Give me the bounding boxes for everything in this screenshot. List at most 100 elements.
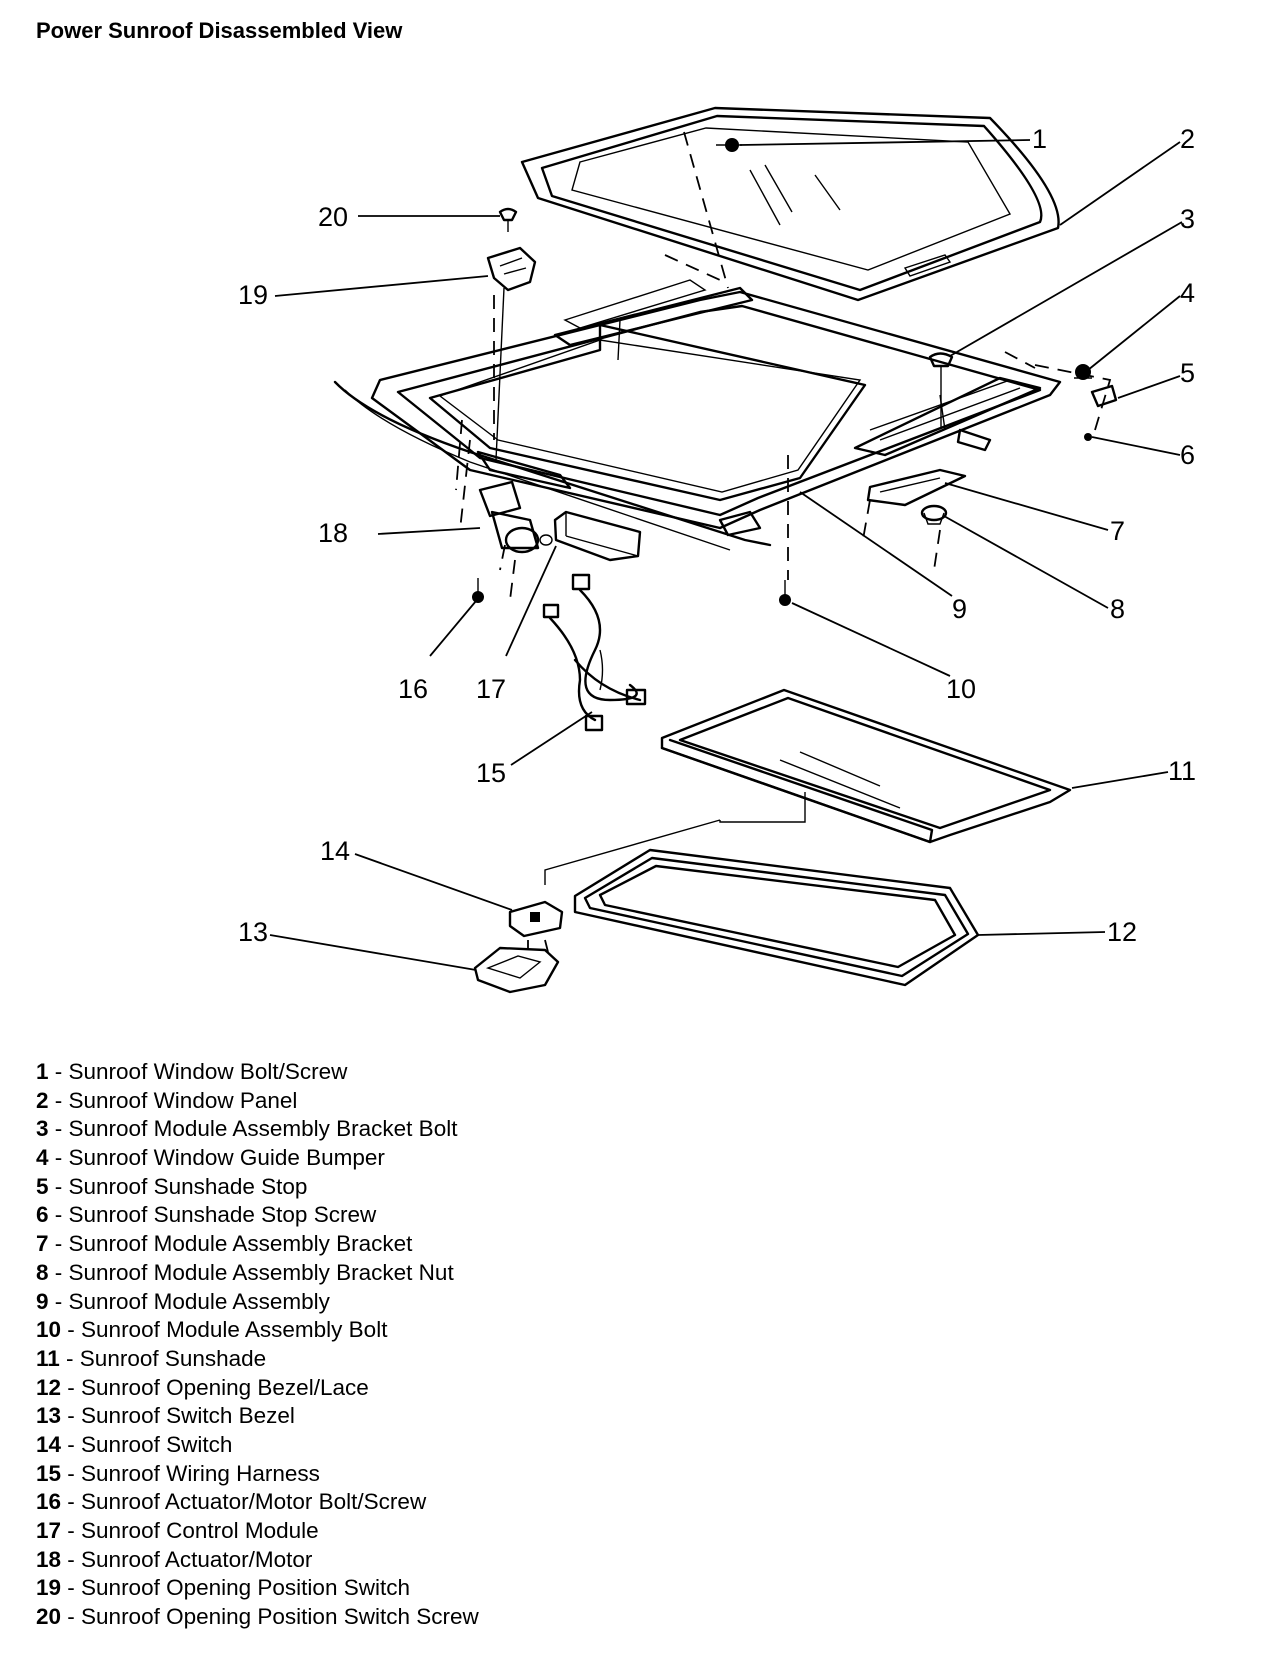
legend-separator: - xyxy=(61,1431,82,1457)
sunroof-opening-bezel-lace xyxy=(544,792,980,987)
legend-item: 12 - Sunroof Opening Bezel/Lace xyxy=(36,1374,479,1403)
legend-number: 19 xyxy=(36,1575,62,1601)
legend-number: 6 xyxy=(36,1202,49,1228)
callout-2: 2 xyxy=(1180,124,1195,154)
opening-position-switch xyxy=(486,246,537,461)
legend-separator: - xyxy=(48,1288,69,1314)
legend-item: 10 - Sunroof Module Assembly Bolt xyxy=(36,1316,479,1345)
legend-number: 7 xyxy=(36,1231,49,1257)
legend-separator: - xyxy=(61,1374,82,1400)
legend-number: 9 xyxy=(36,1288,49,1314)
legend-separator: - xyxy=(61,1489,82,1515)
alignment-lines xyxy=(455,254,1112,601)
sunroof-switch xyxy=(508,900,564,938)
legend-separator: - xyxy=(59,1345,80,1371)
callout-8: 8 xyxy=(1110,594,1125,624)
legend-number: 5 xyxy=(36,1173,49,1199)
module-assembly-bracket xyxy=(866,468,967,507)
legend-separator: - xyxy=(48,1145,69,1171)
callout-10: 10 xyxy=(946,674,976,704)
legend-number: 13 xyxy=(36,1403,62,1429)
legend-item: 3 - Sunroof Module Assembly Bracket Bolt xyxy=(36,1115,479,1144)
sunroof-sunshade xyxy=(660,688,1072,844)
callout-7: 7 xyxy=(1110,516,1125,546)
leader-lines xyxy=(269,139,1183,971)
module-assembly-bolt xyxy=(779,580,791,606)
position-switch-screw xyxy=(498,207,518,232)
legend-text: Sunroof Sunshade xyxy=(79,1345,267,1371)
legend-separator: - xyxy=(48,1231,69,1257)
sunroof-switch-bezel xyxy=(473,939,560,994)
callout-19: 19 xyxy=(238,280,268,310)
legend-item: 9 - Sunroof Module Assembly xyxy=(36,1288,479,1317)
legend-number: 4 xyxy=(36,1145,49,1171)
legend-item: 19 - Sunroof Opening Position Switch xyxy=(36,1574,479,1603)
legend-text: Sunroof Module Assembly Bolt xyxy=(81,1317,388,1343)
legend-text: Sunroof Sunshade Stop xyxy=(68,1173,308,1199)
legend-text: Sunroof Module Assembly Bracket Nut xyxy=(68,1259,454,1285)
legend-item: 2 - Sunroof Window Panel xyxy=(36,1087,479,1116)
legend-number: 1 xyxy=(36,1059,49,1084)
legend-item: 1 - Sunroof Window Bolt/Screw xyxy=(36,1058,479,1087)
legend-item: 15 - Sunroof Wiring Harness xyxy=(36,1460,479,1489)
legend-separator: - xyxy=(48,1059,69,1084)
legend-number: 16 xyxy=(36,1489,62,1515)
sunroof-window-bolt xyxy=(716,138,742,152)
legend-item: 7 - Sunroof Module Assembly Bracket xyxy=(36,1230,479,1259)
sunroof-wiring-harness xyxy=(542,573,647,732)
legend-text: Sunroof Opening Bezel/Lace xyxy=(81,1374,369,1400)
sunroof-actuator-motor xyxy=(478,480,553,554)
callout-12: 12 xyxy=(1107,917,1137,947)
callout-14: 14 xyxy=(320,836,350,866)
callout-16: 16 xyxy=(398,674,428,704)
actuator-motor-bolt xyxy=(472,578,484,603)
sunroof-window-panel xyxy=(520,106,1060,302)
legend-item: 17 - Sunroof Control Module xyxy=(36,1517,479,1546)
legend-separator: - xyxy=(61,1403,82,1429)
callout-17: 17 xyxy=(476,674,506,704)
legend-separator: - xyxy=(61,1460,82,1486)
callout-15: 15 xyxy=(476,758,506,788)
legend-text: Sunroof Window Bolt/Screw xyxy=(68,1059,348,1084)
legend-number: 11 xyxy=(36,1345,60,1371)
callout-4: 4 xyxy=(1180,278,1195,308)
callout-6: 6 xyxy=(1180,440,1195,470)
legend-separator: - xyxy=(48,1259,69,1285)
exploded-view-diagram: 1 2 3 4 5 6 7 8 9 10 11 12 13 14 15 16 1… xyxy=(238,106,1196,994)
legend-text: Sunroof Opening Position Switch Screw xyxy=(81,1604,479,1630)
legend-separator: - xyxy=(61,1518,82,1543)
legend-separator: - xyxy=(48,1087,69,1113)
legend-number: 14 xyxy=(36,1431,62,1457)
sunshade-stop-screw xyxy=(1084,433,1092,441)
legend-number: 3 xyxy=(36,1116,49,1142)
legend-item: 13 - Sunroof Switch Bezel xyxy=(36,1402,479,1431)
legend-text: Sunroof Window Guide Bumper xyxy=(68,1145,385,1171)
legend-number: 17 xyxy=(36,1518,62,1543)
parts-legend: 1 - Sunroof Window Bolt/Screw 2 - Sunroo… xyxy=(36,1058,479,1632)
callout-5: 5 xyxy=(1180,358,1195,388)
legend-item: 20 - Sunroof Opening Position Switch Scr… xyxy=(36,1603,479,1632)
legend-separator: - xyxy=(48,1202,69,1228)
legend-text: Sunroof Control Module xyxy=(81,1518,319,1543)
legend-text: Sunroof Actuator/Motor Bolt/Screw xyxy=(81,1489,427,1515)
callout-3: 3 xyxy=(1180,204,1195,234)
legend-item: 5 - Sunroof Sunshade Stop xyxy=(36,1173,479,1202)
legend-text: Sunroof Sunshade Stop Screw xyxy=(68,1202,377,1228)
callout-20: 20 xyxy=(318,202,348,232)
module-bracket-bolt xyxy=(928,352,954,428)
legend-number: 18 xyxy=(36,1546,62,1572)
legend-separator: - xyxy=(61,1575,82,1601)
legend-separator: - xyxy=(61,1546,82,1572)
legend-number: 20 xyxy=(36,1604,62,1630)
legend-separator: - xyxy=(61,1604,82,1630)
legend-text: Sunroof Module Assembly Bracket Bolt xyxy=(68,1116,458,1142)
legend-number: 8 xyxy=(36,1259,49,1285)
legend-item: 6 - Sunroof Sunshade Stop Screw xyxy=(36,1201,479,1230)
legend-text: Sunroof Module Assembly Bracket xyxy=(68,1231,413,1257)
legend-text: Sunroof Module Assembly xyxy=(68,1288,330,1314)
legend-item: 16 - Sunroof Actuator/Motor Bolt/Screw xyxy=(36,1488,479,1517)
legend-separator: - xyxy=(48,1116,69,1142)
sunshade-stop xyxy=(1090,384,1118,408)
legend-item: 14 - Sunroof Switch xyxy=(36,1431,479,1460)
legend-number: 12 xyxy=(36,1374,62,1400)
